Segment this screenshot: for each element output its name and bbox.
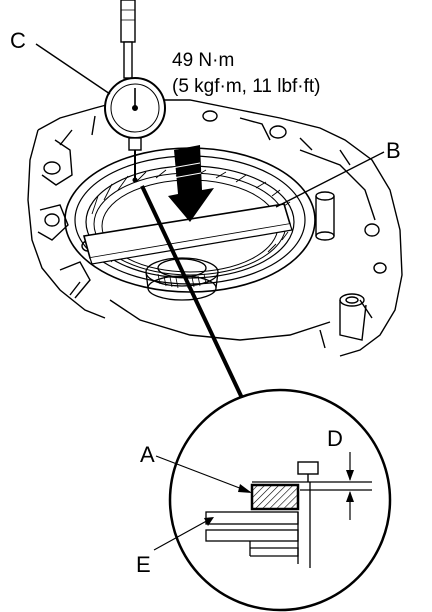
- callout-c: C: [10, 28, 26, 53]
- torque-conversion: (5 kgf·m, 11 lbf·ft): [172, 76, 321, 97]
- callout-e: E: [136, 552, 151, 577]
- straight-edge: [82, 203, 293, 265]
- force-arrow: [168, 145, 214, 222]
- detail-circle: [153, 388, 392, 612]
- callout-b: B: [386, 138, 401, 163]
- dial-indicator: [104, 0, 166, 183]
- callout-a: A: [140, 442, 155, 467]
- torque-value: 49 N·m: [172, 50, 234, 71]
- callout-d: D: [327, 426, 343, 451]
- leader-lines: [35, 43, 385, 399]
- clutch-hub: [145, 257, 219, 301]
